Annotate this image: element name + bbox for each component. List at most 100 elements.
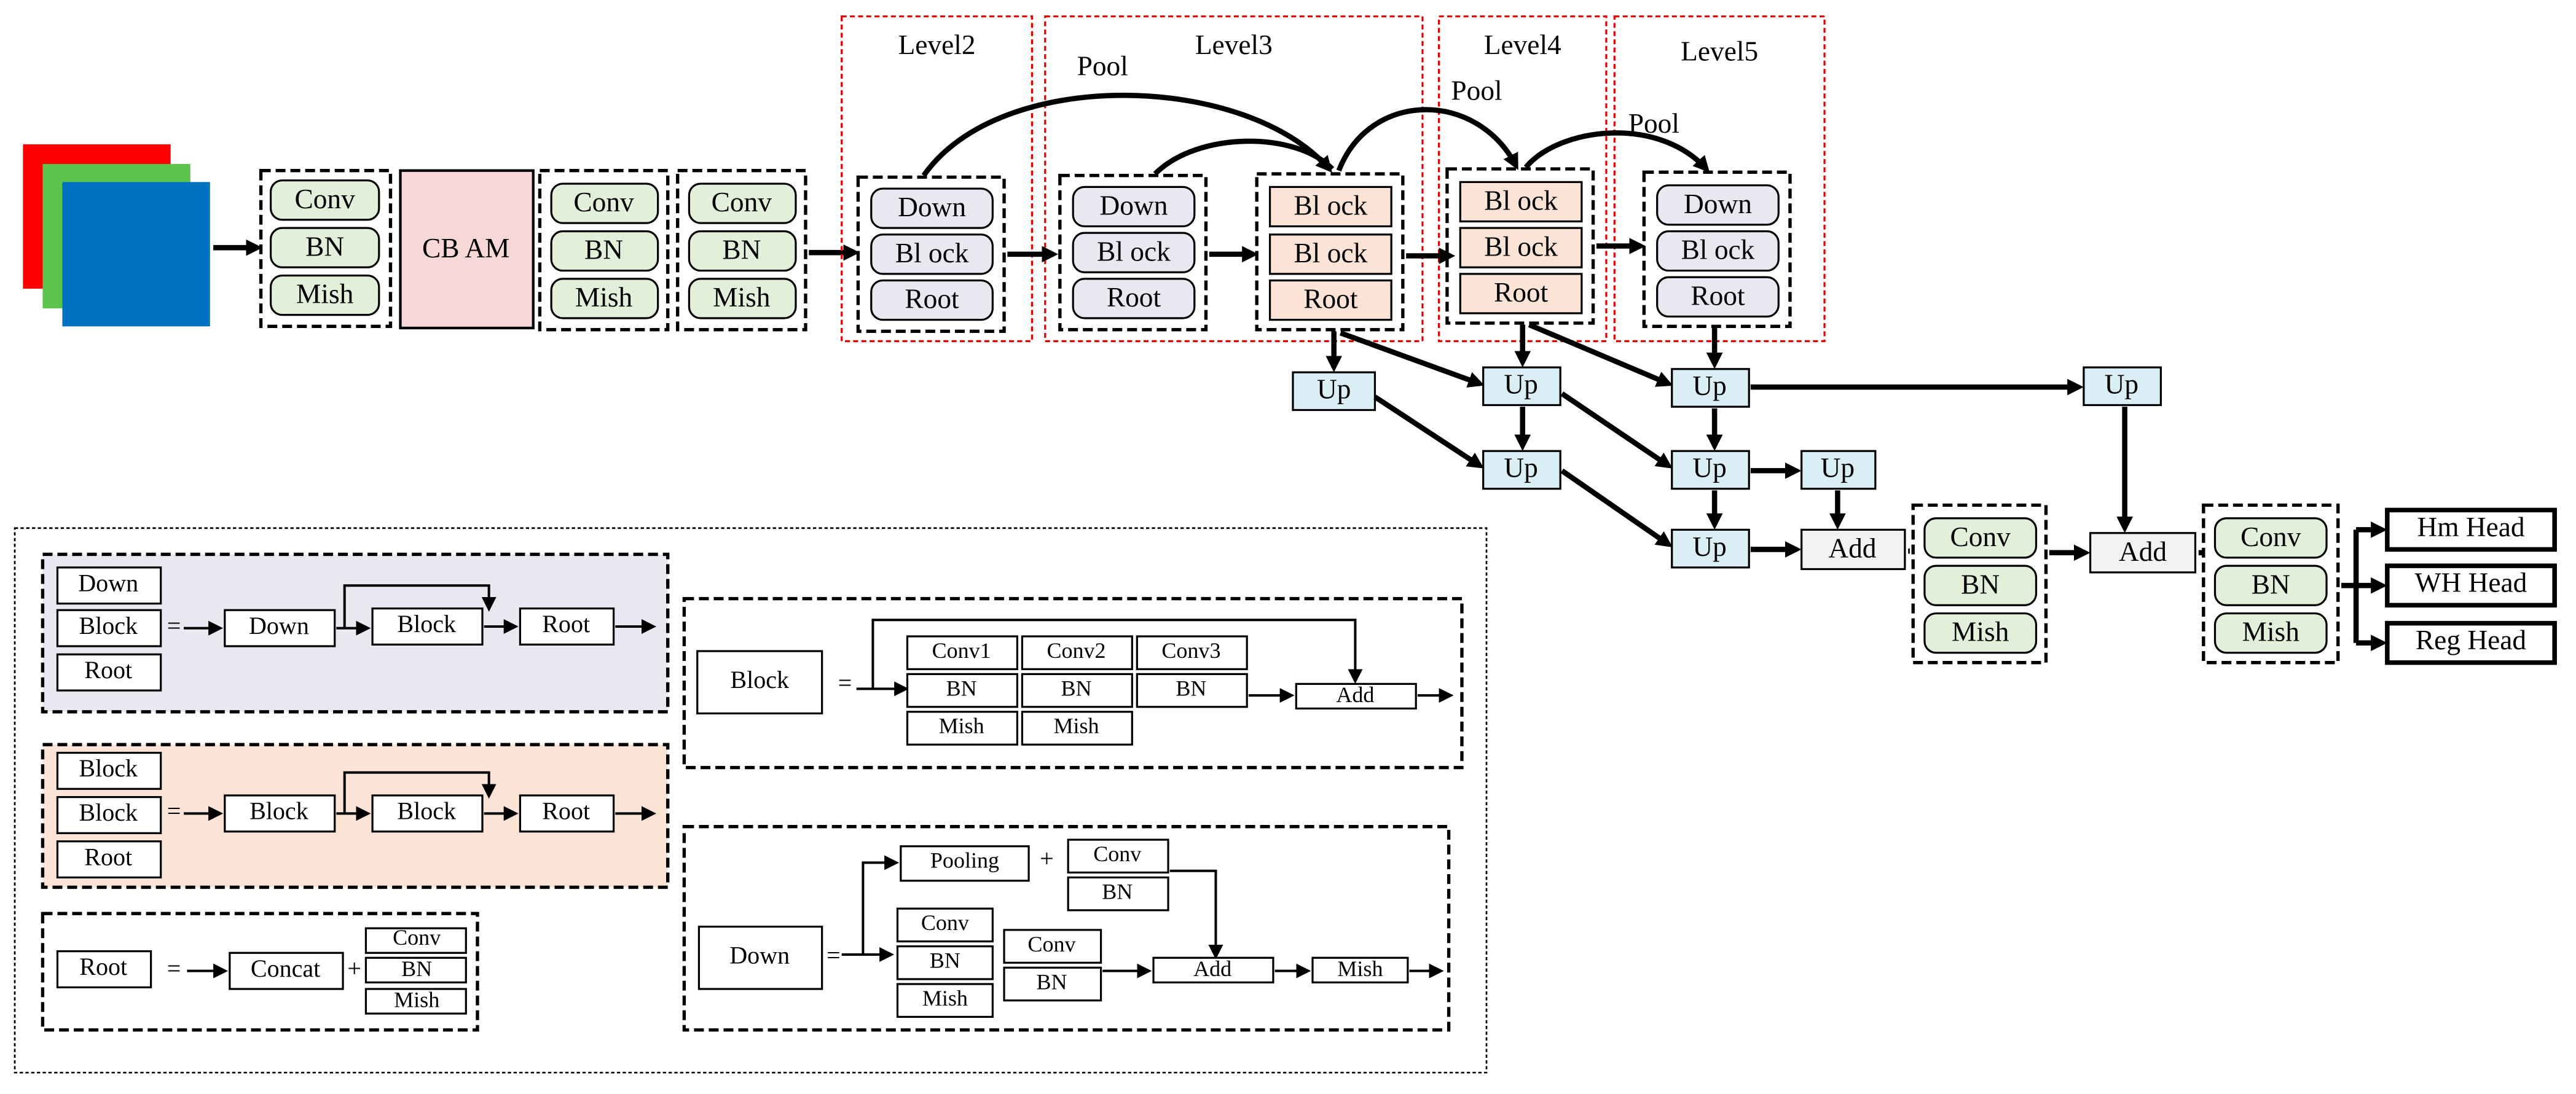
svg-text:Mish: Mish — [1337, 956, 1383, 981]
level5-stage: Down Bl ock Root — [1642, 170, 1792, 329]
svg-text:Down: Down — [729, 941, 790, 969]
up-node-6: Up — [1800, 450, 1877, 490]
input-image-icon — [23, 144, 210, 327]
hm-head: Hm Head — [2385, 507, 2557, 552]
svg-text:Root: Root — [84, 656, 132, 684]
level5-frame — [1613, 15, 1826, 342]
svg-text:Concat: Concat — [251, 955, 320, 982]
svg-text:Root: Root — [905, 284, 959, 315]
svg-text:Hm Head: Hm Head — [2417, 512, 2524, 542]
pool-curve-2 — [1153, 138, 1335, 176]
svg-text:Bl ock: Bl ock — [1681, 235, 1755, 265]
up-node-1: Up — [1292, 371, 1376, 412]
pool-curve-3 — [1336, 107, 1518, 172]
neck-connectors — [1325, 322, 2134, 561]
svg-text:Conv: Conv — [2240, 522, 2301, 552]
svg-text:BN: BN — [2252, 569, 2290, 600]
svg-text:BN: BN — [1102, 879, 1133, 904]
svg-text:Mish: Mish — [922, 986, 968, 1010]
level3-block-stage: Bl ock Bl ock Root — [1255, 172, 1405, 332]
svg-text:Add: Add — [1336, 682, 1374, 707]
svg-text:BN: BN — [1961, 569, 2000, 600]
svg-text:Conv1: Conv1 — [932, 638, 991, 663]
svg-text:BN: BN — [1061, 676, 1091, 700]
svg-text:Root: Root — [1494, 277, 1549, 308]
svg-text:Block: Block — [397, 797, 457, 825]
svg-text:Root: Root — [542, 797, 590, 825]
pool-curve-1 — [921, 93, 1332, 178]
svg-text:Mish: Mish — [1952, 617, 2009, 647]
svg-text:Mish: Mish — [939, 714, 984, 738]
svg-text:Add: Add — [1193, 956, 1231, 981]
pool-label-2: Pool — [1451, 76, 1502, 106]
svg-text:Root: Root — [542, 610, 590, 638]
svg-text:Block: Block — [397, 610, 457, 638]
level4-label: Level4 — [1484, 29, 1561, 60]
level5-label: Level5 — [1681, 36, 1758, 67]
stem-bn-label: BN — [305, 231, 344, 262]
svg-text:Root: Root — [84, 843, 132, 870]
svg-text:Up: Up — [1504, 369, 1537, 400]
svg-text:Up: Up — [1821, 453, 1855, 483]
svg-text:Up: Up — [1692, 370, 1726, 401]
svg-text:Reg Head: Reg Head — [2416, 625, 2526, 655]
cbam-block: CB AM — [399, 169, 535, 330]
svg-text:Conv: Conv — [712, 187, 772, 217]
svg-text:BN: BN — [722, 235, 761, 265]
svg-text:Up: Up — [2105, 369, 2138, 400]
svg-text:+: + — [347, 955, 361, 982]
svg-text:BN: BN — [1176, 676, 1206, 700]
svg-text:Up: Up — [1692, 531, 1726, 562]
add-node-2: Add — [2089, 532, 2197, 574]
svg-text:Bl ock: Bl ock — [1294, 238, 1368, 268]
reg-head: Reg Head — [2385, 620, 2557, 665]
stem-conv-block-1: Conv BN Mish — [259, 169, 393, 329]
svg-text:Conv: Conv — [921, 910, 970, 935]
svg-text:=: = — [167, 955, 181, 982]
svg-text:Root: Root — [1690, 280, 1745, 311]
stem-conv-label: Conv — [294, 184, 355, 214]
svg-text:Conv: Conv — [1093, 842, 1142, 866]
svg-text:WH Head: WH Head — [2415, 568, 2527, 598]
legend-block-definition: Block = Conv1 BN Mish Conv2 BN Mish Conv… — [682, 596, 1464, 770]
svg-text:Conv3: Conv3 — [1161, 638, 1220, 663]
svg-text:BN: BN — [930, 948, 960, 973]
pool-label-1: Pool — [1077, 51, 1128, 82]
stem-conv-block-2: Conv BN Mish — [538, 169, 670, 332]
svg-text:Down: Down — [78, 569, 138, 596]
svg-text:Down: Down — [898, 192, 966, 222]
svg-text:Pooling: Pooling — [930, 848, 999, 873]
level2-frame — [841, 15, 1034, 342]
svg-text:=: = — [827, 941, 841, 969]
svg-text:Conv: Conv — [1950, 522, 2011, 552]
up-node-3: Up — [1482, 450, 1561, 490]
svg-text:BN: BN — [584, 235, 623, 265]
add-node-1: Add — [1800, 528, 1906, 571]
svg-text:Block: Block — [79, 799, 138, 826]
svg-text:Mish: Mish — [394, 988, 439, 1012]
svg-text:Down: Down — [1100, 190, 1168, 221]
svg-text:Add: Add — [1828, 533, 1876, 564]
legend-down-stage: Down Block Root = Down Block Root — [41, 552, 670, 714]
svg-text:Block: Block — [79, 612, 138, 639]
svg-text:Conv: Conv — [1027, 932, 1076, 956]
level3-label: Level3 — [1195, 29, 1273, 60]
legend-block-stage: Block Block Root = Block Block Root — [41, 743, 670, 889]
input-blue-channel — [62, 182, 210, 327]
svg-text:Mish: Mish — [1053, 714, 1099, 738]
svg-text:Down: Down — [1684, 189, 1752, 219]
svg-text:Conv2: Conv2 — [1046, 638, 1105, 663]
svg-text:Up: Up — [1504, 453, 1537, 483]
pool-label-3: Pool — [1628, 108, 1679, 139]
svg-text:BN: BN — [1036, 969, 1067, 994]
svg-text:Mish: Mish — [575, 282, 633, 313]
svg-text:Conv: Conv — [573, 187, 634, 217]
level2-label: Level2 — [898, 29, 976, 60]
svg-text:Block: Block — [249, 797, 309, 825]
level3-down-stage: Down Bl ock Root — [1058, 174, 1208, 332]
svg-text:Conv: Conv — [393, 925, 441, 950]
svg-text:Bl ock: Bl ock — [1097, 236, 1171, 267]
svg-text:=: = — [167, 612, 181, 639]
legend-frame — [14, 527, 1488, 1074]
svg-text:Up: Up — [1692, 453, 1726, 483]
